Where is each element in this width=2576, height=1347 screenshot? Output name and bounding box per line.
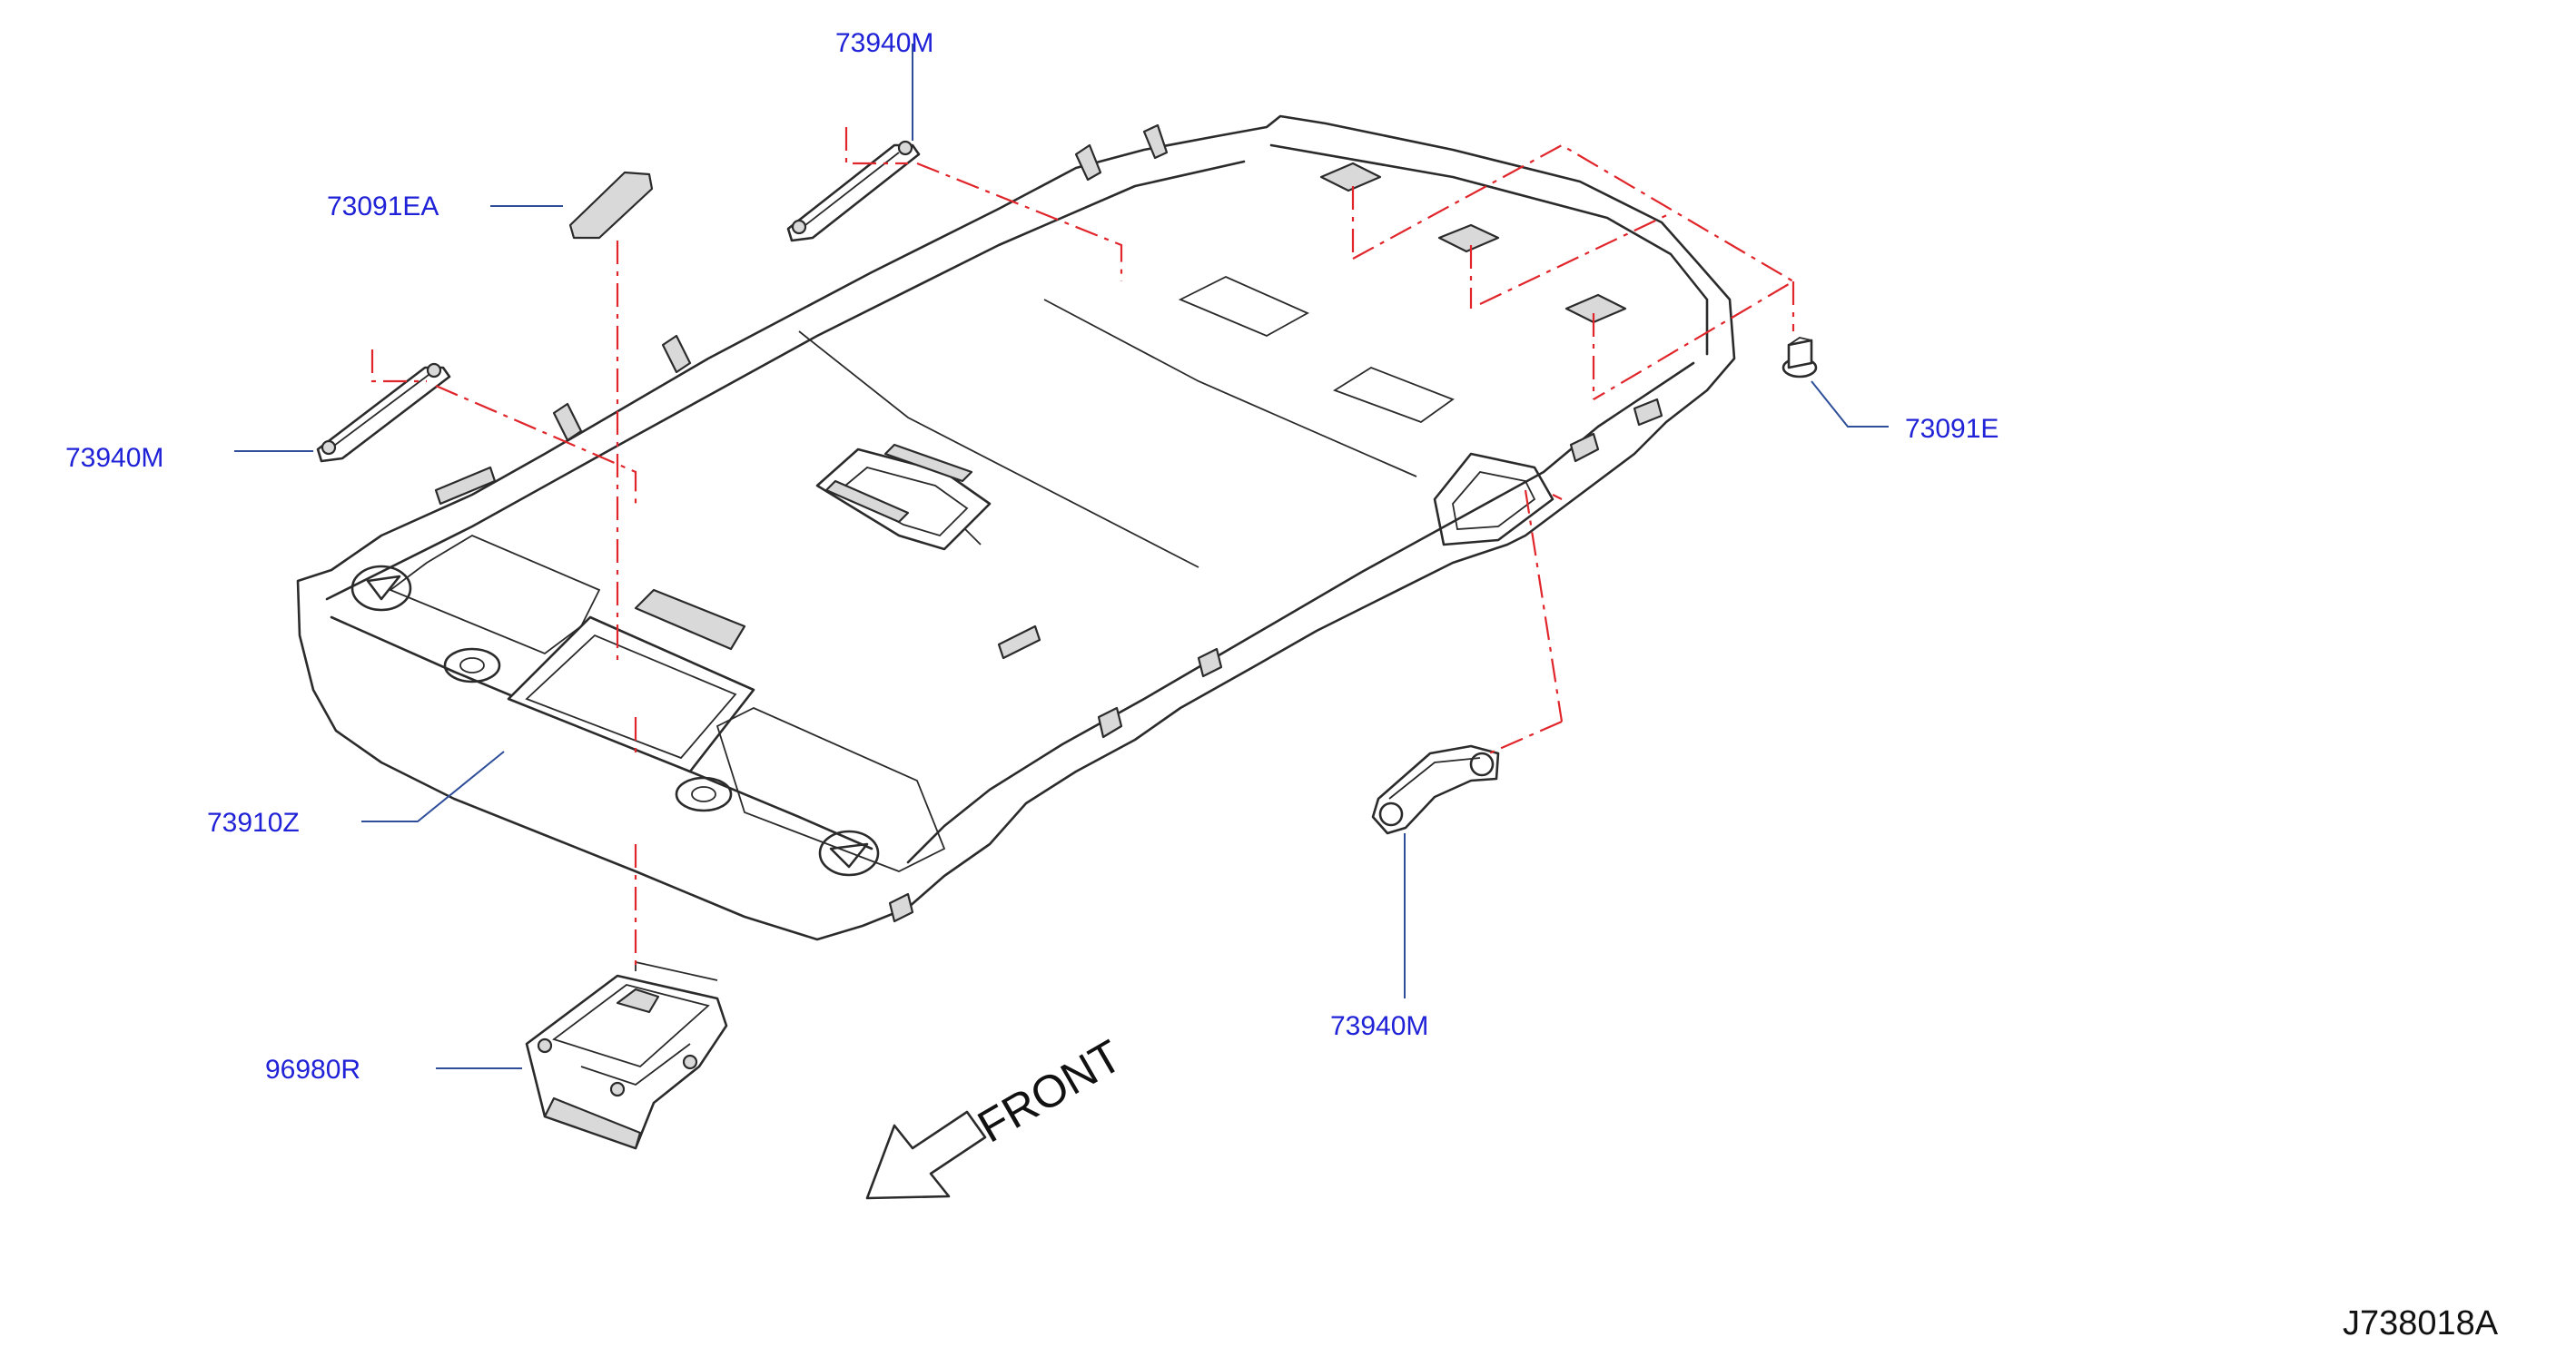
grip-handle-recess [1433, 452, 1554, 546]
leader-lines [234, 44, 1889, 1069]
callout-pad: 73091EA [327, 192, 439, 221]
mid-console-opening [815, 443, 992, 551]
left-triangle-hole [350, 565, 412, 612]
map-lamp-assembly [525, 960, 728, 1150]
headlining-panel [296, 114, 1736, 941]
front-right-round-hole [675, 776, 733, 812]
left-trim-clip [316, 362, 451, 463]
callout-grip-handle: 73940M [1330, 1011, 1428, 1041]
callout-headlining: 73910Z [207, 808, 300, 838]
right-triangle-hole [818, 830, 880, 877]
front-arrow-icon [865, 1110, 987, 1200]
callout-clip: 73091E [1905, 414, 1999, 444]
headlining-clip [1781, 337, 1818, 379]
mounting-tabs [434, 123, 1663, 923]
diagram-id: J738018A [2343, 1304, 2499, 1342]
map-lamp-opening [507, 588, 755, 773]
assist-grip-handle [1371, 744, 1500, 835]
assembly-guide-lines [370, 127, 1796, 971]
front-left-round-hole [443, 647, 501, 683]
headlining-pad [568, 171, 654, 240]
upper-trim-clip [786, 140, 921, 242]
callout-trim-clip-left: 73940M [65, 443, 163, 473]
callout-trim-clip-upper: 73940M [835, 28, 933, 58]
callout-map-lamp: 96980R [265, 1055, 360, 1085]
front-direction-label: FRONT [970, 1030, 1130, 1153]
